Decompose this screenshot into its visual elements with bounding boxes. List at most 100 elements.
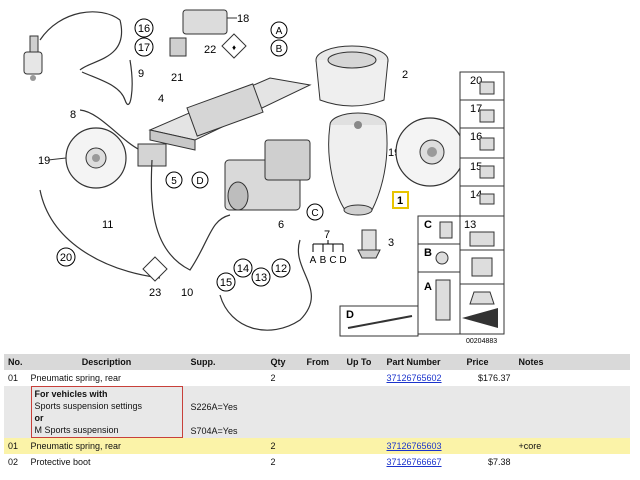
header-price: Price <box>462 354 515 370</box>
fitment-note: For vehicles with Sports suspension sett… <box>30 386 183 438</box>
svg-text:C: C <box>424 219 432 231</box>
svg-text:5: 5 <box>171 176 177 187</box>
cell-from <box>302 370 343 386</box>
sub-detail-d: D <box>339 305 419 337</box>
header-notes: Notes <box>514 354 630 370</box>
callout-letter-d[interactable]: D <box>191 171 209 189</box>
svg-text:16: 16 <box>138 23 150 35</box>
supp-code-1: S226A=Yes <box>190 401 238 412</box>
cell-notes <box>514 370 630 386</box>
svg-text:D: D <box>346 309 354 321</box>
bracket-4 <box>148 77 312 151</box>
callout-12[interactable]: 12 <box>271 258 291 278</box>
svg-text:12: 12 <box>275 263 287 275</box>
callout-letter-a[interactable]: A <box>270 21 288 39</box>
cell-no <box>4 386 27 438</box>
warning-label-23 <box>142 256 168 282</box>
parts-table: No. Description Supp. Qty From Up To Par… <box>4 354 630 470</box>
diagram-id: 00204883 <box>466 338 497 345</box>
callout-23[interactable]: 23 <box>149 287 161 299</box>
svg-text:A: A <box>276 26 283 37</box>
line-10 <box>150 159 231 271</box>
cell-empty <box>266 386 303 438</box>
cell-supp-note: S226A=Yes S704A=Yes <box>186 386 267 438</box>
callout-20[interactable]: 20 <box>56 247 76 267</box>
side-panel-lower: C B A 13 <box>417 215 505 335</box>
callout-9[interactable]: 9 <box>138 68 144 80</box>
cell-description: Pneumatic spring, rear <box>26 438 187 454</box>
svg-text:A: A <box>424 281 432 293</box>
callout-14[interactable]: 14 <box>233 258 253 278</box>
group-7-letters: A B C D <box>310 240 347 266</box>
cell-price <box>462 438 515 454</box>
part-number-link[interactable]: 37126765603 <box>386 441 442 451</box>
note-line-4: M Sports suspension <box>34 425 119 435</box>
cell-empty <box>342 386 383 438</box>
cell-notes: +core <box>514 438 630 454</box>
header-part-number: Part Number <box>382 354 463 370</box>
cell-part-number: 37126766667 <box>382 454 463 470</box>
svg-text:17: 17 <box>470 103 482 115</box>
header-upto: Up To <box>342 354 383 370</box>
svg-text:13: 13 <box>464 219 476 231</box>
callout-8[interactable]: 8 <box>70 109 76 121</box>
callout-22[interactable]: 22 <box>204 44 216 56</box>
svg-text:15: 15 <box>470 161 482 173</box>
callout-letter-b[interactable]: B <box>270 39 288 57</box>
line-8 <box>79 109 141 151</box>
note-line-3: or <box>34 413 44 423</box>
svg-text:20: 20 <box>470 75 482 87</box>
callout-6[interactable]: 6 <box>278 219 284 231</box>
svg-text:13: 13 <box>255 272 267 284</box>
cell-upto <box>342 454 383 470</box>
callout-3[interactable]: 3 <box>388 237 394 249</box>
cell-empty <box>514 386 630 438</box>
callout-2[interactable]: 2 <box>402 69 408 81</box>
callout-letter-c[interactable]: C <box>306 203 324 221</box>
supp-code-2: S704A=Yes <box>190 425 238 436</box>
svg-text:D: D <box>339 255 346 266</box>
svg-text:20: 20 <box>60 252 72 264</box>
callout-7[interactable]: 7 <box>324 229 330 241</box>
callout-18[interactable]: 18 <box>237 13 249 25</box>
cell-supp <box>186 438 267 454</box>
svg-text:A: A <box>310 255 317 266</box>
callout-21[interactable]: 21 <box>171 72 183 84</box>
cell-upto <box>342 370 383 386</box>
line-11 <box>39 189 161 279</box>
callout-17[interactable]: 17 <box>134 37 154 57</box>
callout-16[interactable]: 16 <box>134 18 154 38</box>
svg-text:16: 16 <box>470 131 482 143</box>
callout-10[interactable]: 10 <box>181 287 193 299</box>
part-21 <box>169 37 187 57</box>
compressor-6 <box>224 139 311 211</box>
header-no: No. <box>4 354 27 370</box>
callout-19-left[interactable]: 19 <box>38 155 50 167</box>
callout-5[interactable]: 5 <box>165 171 183 189</box>
cell-from <box>302 454 343 470</box>
line-loop <box>219 239 312 331</box>
pneumatic-spring-1 <box>328 112 388 216</box>
header-supp: Supp. <box>186 354 267 370</box>
callout-11[interactable]: 11 <box>102 219 113 231</box>
svg-text:14: 14 <box>237 263 249 275</box>
cell-empty <box>382 386 463 438</box>
relay-18 <box>182 9 237 35</box>
protective-boot-2 <box>315 45 389 107</box>
side-panel: 20 17 16 15 14 <box>459 71 505 217</box>
table-row: 01 Pneumatic spring, rear 2 37126765602 … <box>4 370 630 386</box>
callout-13[interactable]: 13 <box>251 267 271 287</box>
part-number-link[interactable]: 37126766667 <box>386 457 442 467</box>
callout-15[interactable]: 15 <box>216 272 236 292</box>
part-number-link[interactable]: 37126765602 <box>386 373 442 383</box>
svg-text:B: B <box>424 247 432 259</box>
header-qty: Qty <box>266 354 303 370</box>
callout-4[interactable]: 4 <box>158 93 164 105</box>
nut-3 <box>357 229 381 259</box>
callout-1-highlighted[interactable]: 1 <box>392 191 409 209</box>
svg-text:B: B <box>320 255 327 266</box>
svg-text:D: D <box>196 176 203 187</box>
table-header-row: No. Description Supp. Qty From Up To Par… <box>4 354 630 370</box>
svg-text:C: C <box>311 208 318 219</box>
svg-text:B: B <box>276 44 283 55</box>
